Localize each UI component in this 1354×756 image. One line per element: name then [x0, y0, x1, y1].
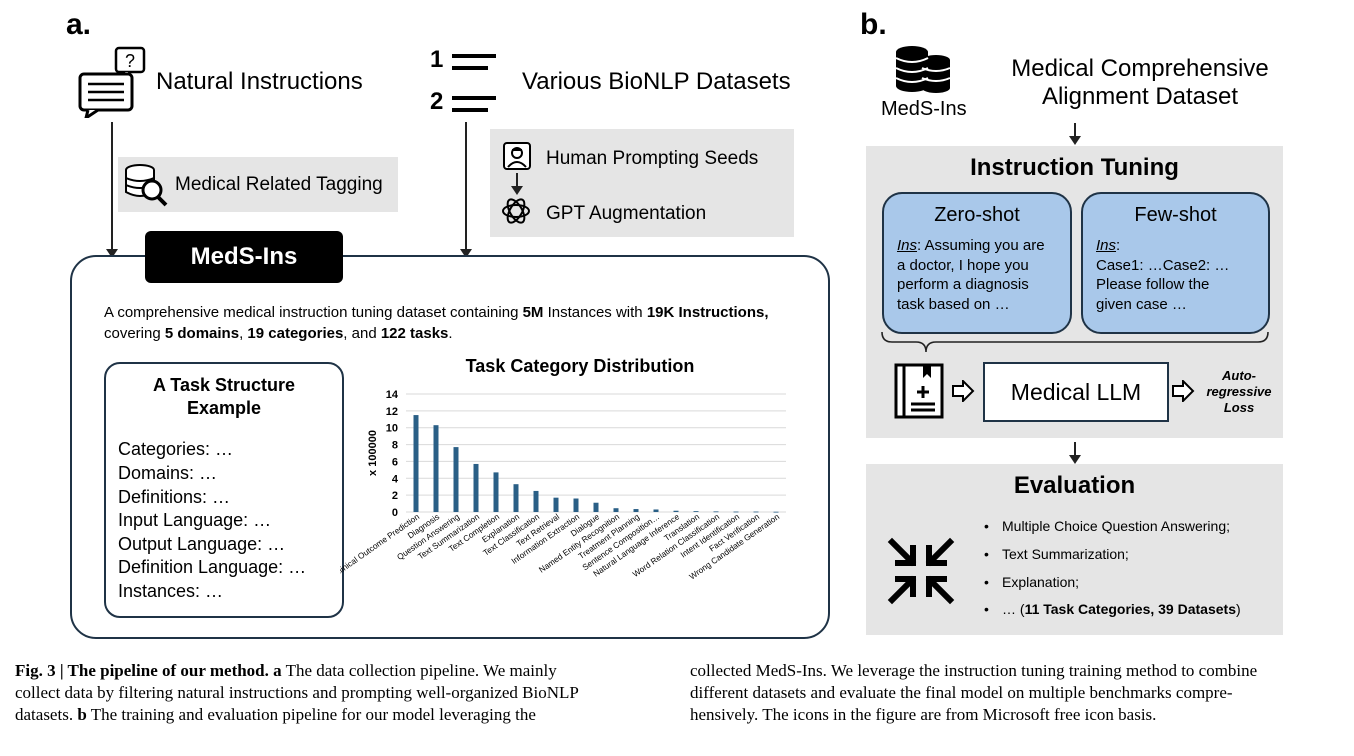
medical-tagging-box: Medical Related Tagging: [118, 157, 398, 212]
y-tick-label: 0: [392, 507, 398, 519]
meds-ins-tab: MedS-Ins: [145, 231, 343, 283]
chat-question-icon: ?: [76, 46, 148, 122]
database-search-icon: [122, 162, 170, 208]
list-number-1: 1: [430, 46, 444, 73]
bar: [633, 509, 639, 512]
task-item: Definitions: …: [118, 487, 231, 507]
svg-text:?: ?: [125, 51, 135, 71]
dataset-title: Medical Comprehensive Alignment Dataset: [1011, 55, 1269, 110]
caption-left: Fig. 3 | The pipeline of our method. a T…: [15, 661, 579, 724]
eval-item-summary: … (11 Task Categories, 39 Datasets): [1002, 601, 1241, 617]
medical-llm-box: Medical LLM: [983, 362, 1169, 422]
y-tick-label: 4: [392, 473, 399, 485]
bar: [673, 510, 679, 512]
compress-arrows-icon: [886, 536, 956, 606]
y-tick-label: 10: [386, 423, 398, 435]
arrow-right-icon: [1171, 378, 1195, 404]
instruction-tuning-title: Instruction Tuning: [970, 154, 1179, 181]
prompting-box: Human Prompting Seeds GPT Augmentation: [490, 129, 794, 237]
meds-ins-description: A comprehensive medical instruction tuni…: [104, 304, 769, 342]
arrow-dataset-to-tuning: [1070, 123, 1080, 145]
bullet: •: [984, 574, 989, 590]
y-axis-label: x 100000: [367, 430, 379, 476]
arrow-tuning-to-eval: [1070, 442, 1080, 464]
bar: [533, 490, 539, 512]
evaluation-title: Evaluation: [1013, 472, 1136, 499]
bar: [753, 511, 759, 513]
bar: [573, 498, 579, 512]
gpt-augmentation-label: GPT Augmentation: [546, 203, 707, 224]
panel-a-letter: a.: [66, 8, 92, 41]
openai-logo-icon: [500, 195, 532, 227]
bar: [713, 511, 719, 513]
list-number-2: 2: [430, 88, 444, 115]
medical-book-icon: [893, 362, 945, 420]
loss-label: Auto- regressive Loss: [1206, 368, 1272, 415]
bullet: •: [984, 601, 989, 617]
few-shot-bubble: Few-shot Ins: Case1: …Case2: … Please fo…: [1081, 192, 1270, 334]
y-tick-label: 14: [386, 389, 399, 401]
medical-tagging-label: Medical Related Tagging: [175, 174, 383, 195]
task-structure-title: A Task Structure Example: [152, 375, 296, 418]
bar: [613, 508, 619, 512]
list-lines-icon: [448, 50, 498, 120]
arrow-right-icon: [951, 378, 975, 404]
bar: [413, 415, 419, 512]
arrow-natural-to-meds: [106, 122, 118, 258]
bar: [453, 447, 459, 512]
eval-item: Text Summarization;: [1002, 546, 1129, 562]
zero-shot-text: Ins: Assuming you are a doctor, I hope y…: [897, 237, 1045, 313]
task-structure-box: A Task Structure Example Categories: … D…: [104, 362, 344, 618]
y-tick-label: 8: [392, 440, 398, 452]
bar: [593, 502, 599, 512]
bar: [513, 484, 519, 512]
caption-right: collected MedS-Ins. We leverage the inst…: [690, 661, 1258, 724]
database-coins-icon: [892, 44, 954, 96]
human-seeds-label: Human Prompting Seeds: [546, 148, 759, 169]
curly-brace: [881, 331, 1269, 353]
eval-item: Explanation;: [1002, 574, 1080, 590]
bar: [493, 472, 499, 512]
bar: [653, 509, 659, 512]
bionlp-datasets-label: Various BioNLP Datasets: [522, 68, 791, 95]
task-item: Domains: …: [118, 463, 218, 483]
chart-title: Task Category Distribution: [465, 356, 695, 376]
panel-b-letter: b.: [860, 8, 887, 41]
bar: [553, 497, 559, 512]
meds-ins-label: MedS-Ins: [881, 98, 967, 120]
doctor-icon: [502, 141, 532, 171]
zero-shot-title: Zero-shot: [934, 204, 1020, 226]
zero-shot-bubble: Zero-shot Ins: Assuming you are a doctor…: [882, 192, 1072, 334]
bar: [773, 511, 779, 513]
arrow-seeds-to-gpt: [512, 173, 522, 195]
eval-item: Multiple Choice Question Answering;: [1002, 518, 1231, 534]
bar: [733, 511, 739, 513]
y-tick-label: 12: [386, 406, 398, 418]
few-shot-title: Few-shot: [1134, 204, 1217, 226]
arrow-bionlp-to-meds: [460, 122, 472, 258]
y-tick-label: 2: [392, 490, 398, 502]
task-item: Definition Language: …: [118, 557, 307, 577]
y-tick-label: 6: [392, 456, 398, 468]
bar: [433, 425, 439, 512]
task-item: Instances: …: [118, 581, 224, 601]
natural-instructions-label: Natural Instructions: [156, 68, 363, 95]
few-shot-text: Ins: Case1: …Case2: … Please follow the …: [1096, 237, 1230, 313]
evaluation-panel: [866, 464, 1283, 635]
task-item: Categories: …: [118, 439, 234, 459]
task-item: Output Language: …: [118, 534, 286, 554]
bar: [693, 511, 699, 512]
task-item: Input Language: …: [118, 510, 272, 530]
bar: [473, 463, 479, 512]
bullet: •: [984, 546, 989, 562]
bullet: •: [984, 518, 989, 534]
